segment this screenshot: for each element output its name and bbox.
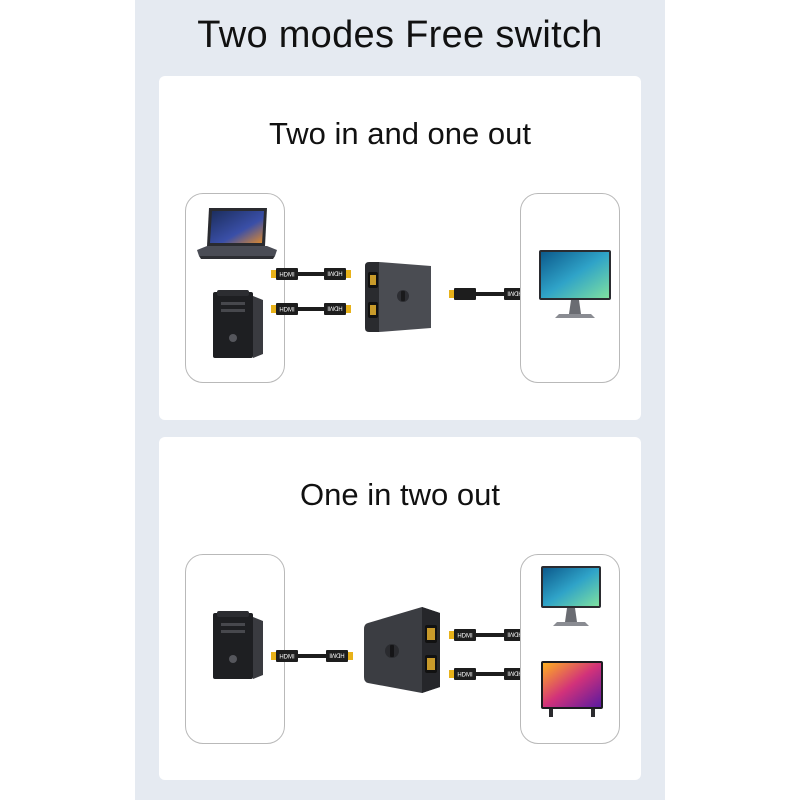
hdmi-switch-device [365, 256, 437, 341]
desktop-tower-icon [209, 288, 267, 365]
hdmi-switch-device [362, 601, 446, 702]
hdmi-label: HDMI [279, 273, 295, 279]
mode-one-in-two-out-panel: One in two out HDMI HDMI [159, 437, 641, 780]
mode-two-in-one-out-title: Two in and one out [269, 116, 531, 151]
hdmi-cable: HDMI HDMI [271, 301, 351, 317]
monitor-icon [537, 248, 613, 329]
monitor-icon [539, 564, 603, 637]
desktop-tower-icon [209, 609, 267, 686]
hdmi-cable: HDMI HDMI [271, 266, 351, 282]
hdmi-cable: HDMI [449, 286, 531, 302]
hdmi-label: HDMI [507, 670, 523, 676]
hdmi-cable: HDMI HDMI [271, 648, 353, 664]
hdmi-label: HDMI [279, 655, 295, 661]
mode-one-in-two-out-title: One in two out [300, 477, 500, 512]
hdmi-cable: HDMI HDMI [449, 627, 531, 643]
laptop-icon [195, 206, 279, 265]
hdmi-label: HDMI [329, 652, 345, 658]
hdmi-label: HDMI [507, 290, 523, 296]
hdmi-label: HDMI [327, 270, 343, 276]
hdmi-label: HDMI [507, 631, 523, 637]
hdmi-label: HDMI [327, 305, 343, 311]
television-icon [539, 659, 605, 726]
hdmi-cable: HDMI HDMI [449, 666, 531, 682]
hdmi-label: HDMI [457, 673, 473, 679]
page-title: Two modes Free switch [197, 14, 603, 56]
hdmi-label: HDMI [279, 308, 295, 314]
mode-two-in-one-out-panel: Two in and one out [159, 76, 641, 420]
hdmi-label: HDMI [457, 634, 473, 640]
